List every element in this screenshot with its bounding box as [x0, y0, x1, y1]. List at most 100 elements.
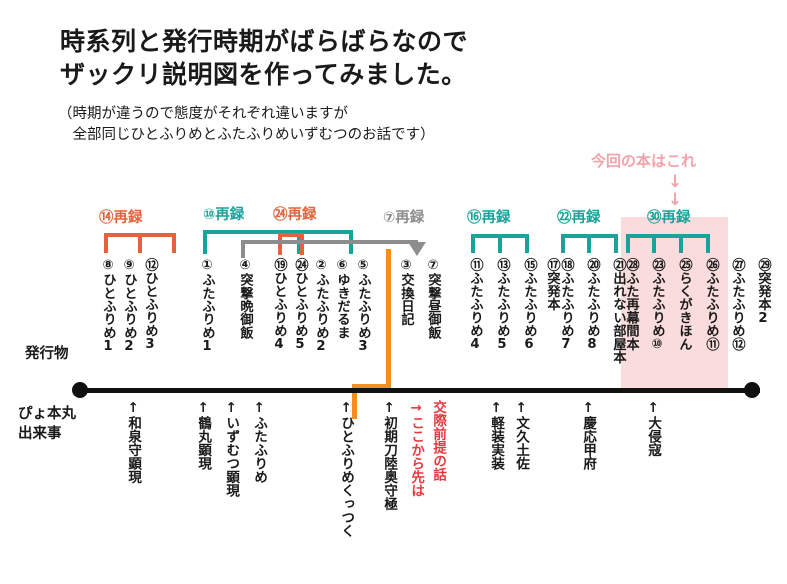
publication-title: 突撃晩御飯: [237, 273, 253, 339]
publication-column: ⑲ひとふりめ4: [271, 258, 287, 352]
bracket-label-7: ⑦再録: [383, 210, 425, 226]
publication-column: ㉕らくがきほん: [676, 258, 692, 351]
publication-title: ひとふりめ5: [292, 271, 308, 353]
event-arrow: →: [408, 400, 425, 416]
publication-num: ①: [199, 258, 215, 273]
orange-divider-horizontal: [352, 384, 391, 389]
publication-column: ⑥ゆきだるま: [334, 258, 349, 339]
event-marker: ↑鶴丸顕現: [195, 400, 212, 470]
bracket-label-16: ⑯再録: [467, 210, 511, 226]
publication-column: ⑰突発本: [544, 258, 560, 311]
publication-column: ㉖ふたふりめ⑪: [703, 258, 719, 351]
publication-num: ㉑: [610, 258, 626, 272]
publication-title: ふたふりめ⑩: [649, 271, 665, 353]
gray-arrow-head: [408, 242, 426, 256]
publication-num: ㉙: [755, 258, 771, 272]
publication-column: ⑬ふたふりめ5: [494, 258, 509, 352]
publication-num: ⑨: [121, 258, 137, 273]
publication-column: ㉓ふたふりめ⑩: [649, 258, 665, 353]
event-arrow: ↑: [251, 400, 268, 416]
publication-num: ⑳: [584, 258, 600, 272]
event-text: 鶴丸顕現: [195, 416, 212, 470]
publication-title: 交換日記: [398, 273, 414, 326]
bracket-label-30: ㉚再録: [647, 210, 691, 226]
publication-column: ㉘ふた再幕間本: [623, 258, 639, 350]
publication-column: ⑳ふたふりめ8: [584, 258, 600, 353]
event-text: ひとふりめくっつく: [338, 416, 355, 538]
callout-arrow-1: ↓: [668, 172, 683, 192]
publication-title: 突発本: [544, 271, 560, 311]
bracket-24: [278, 233, 304, 255]
publication-title: らくがきほん: [676, 271, 692, 351]
publication-num: ⑲: [271, 258, 287, 272]
event-marker-note: 交際前提の話: [430, 400, 447, 481]
publication-column: ⑦突撃昼御飯: [425, 258, 441, 339]
event-marker: ↑和泉守顕現: [125, 400, 142, 484]
callout-arrow-2: ↓: [668, 190, 683, 210]
publication-num: ②: [313, 258, 329, 273]
page-subtitle-line1: （時期が違うので態度がそれぞれ違いますが: [58, 106, 348, 122]
publication-column: ⑨ひとふりめ2: [121, 258, 137, 354]
publication-title: ふたふりめ⑫: [729, 271, 745, 351]
publication-num: ㉔: [292, 258, 308, 272]
bracket-label-22: ㉒再録: [557, 210, 601, 226]
publication-num: ⑮: [521, 258, 537, 272]
event-marker: ↑大侵寇: [645, 400, 662, 457]
publication-title: ふたふりめ3: [355, 273, 371, 354]
gray-connector-leg: [241, 240, 245, 258]
gray-arrow-stem: [413, 240, 418, 246]
event-marker: ↑ひとふりめくっつく: [338, 400, 355, 538]
event-arrow: ↑: [125, 400, 142, 416]
timeline-end-dot: [744, 382, 760, 398]
bracket-22: [561, 234, 618, 253]
highlight-band: [621, 217, 728, 391]
publication-title: 突発本2: [755, 271, 771, 326]
publication-title: 出れない部屋本: [610, 271, 626, 364]
publication-column: ㉗ふたふりめ⑫: [729, 258, 745, 351]
publication-column: ③交換日記: [398, 258, 414, 326]
bracket-30: [626, 234, 710, 253]
bracket-label-10: ⑩再録: [203, 207, 245, 223]
publication-num: ⑱: [558, 258, 574, 272]
publication-num: ㉓: [649, 258, 665, 272]
publication-title: ふたふりめ4: [467, 271, 483, 353]
publication-column: ⑧ひとふりめ1: [100, 258, 116, 354]
event-marker: ↑初期刀陸奥守極: [381, 400, 398, 511]
event-marker: ↑軽装実装: [488, 400, 504, 470]
event-marker: ↑文久土佐: [513, 400, 529, 470]
event-arrow: ↑: [580, 400, 597, 416]
publication-title: 突撃昼御飯: [425, 273, 441, 339]
publication-num: ㉖: [703, 258, 719, 272]
callout-label: 今回の本はこれ: [591, 152, 697, 170]
event-text: 交際前提の話: [430, 400, 447, 481]
publication-column: ㉙突発本2: [755, 258, 771, 326]
row-label-events-1: ぴょ本丸: [18, 406, 76, 422]
event-marker-note: →ここから先は: [408, 400, 425, 497]
publication-column: ⑪ふたふりめ4: [467, 258, 483, 353]
orange-divider-upper: [386, 249, 391, 389]
row-label-publications: 発行物: [25, 346, 69, 362]
publication-num: ㉘: [623, 258, 639, 272]
event-text: ふたふりめ: [251, 416, 268, 484]
publication-title: ふたふりめ⑪: [703, 271, 719, 351]
bracket-14: [104, 233, 176, 253]
timeline-axis: [80, 388, 760, 393]
publication-column: ④突撃晩御飯: [237, 258, 253, 339]
bracket-16: [471, 234, 529, 253]
publication-column: ⑮ふたふりめ6: [521, 258, 537, 352]
gray-connector-horizontal: [241, 240, 418, 244]
publication-num: ⑫: [142, 258, 158, 272]
publication-num: ㉗: [729, 258, 745, 272]
publication-num: ⑧: [100, 258, 116, 273]
timeline-start-dot: [72, 382, 88, 398]
event-text: 初期刀陸奥守極: [381, 416, 398, 511]
orange-divider-lower: [352, 384, 357, 419]
event-arrow: ↑: [645, 400, 662, 416]
publication-column: ⑫ひとふりめ3: [142, 258, 158, 352]
publication-column: ⑤ふたふりめ3: [355, 258, 371, 354]
event-marker: ↑ふたふりめ: [251, 400, 268, 484]
publication-title: ひとふりめ2: [121, 273, 137, 354]
publication-num: ㉕: [676, 258, 692, 272]
publication-title: ふたふりめ8: [584, 271, 600, 353]
